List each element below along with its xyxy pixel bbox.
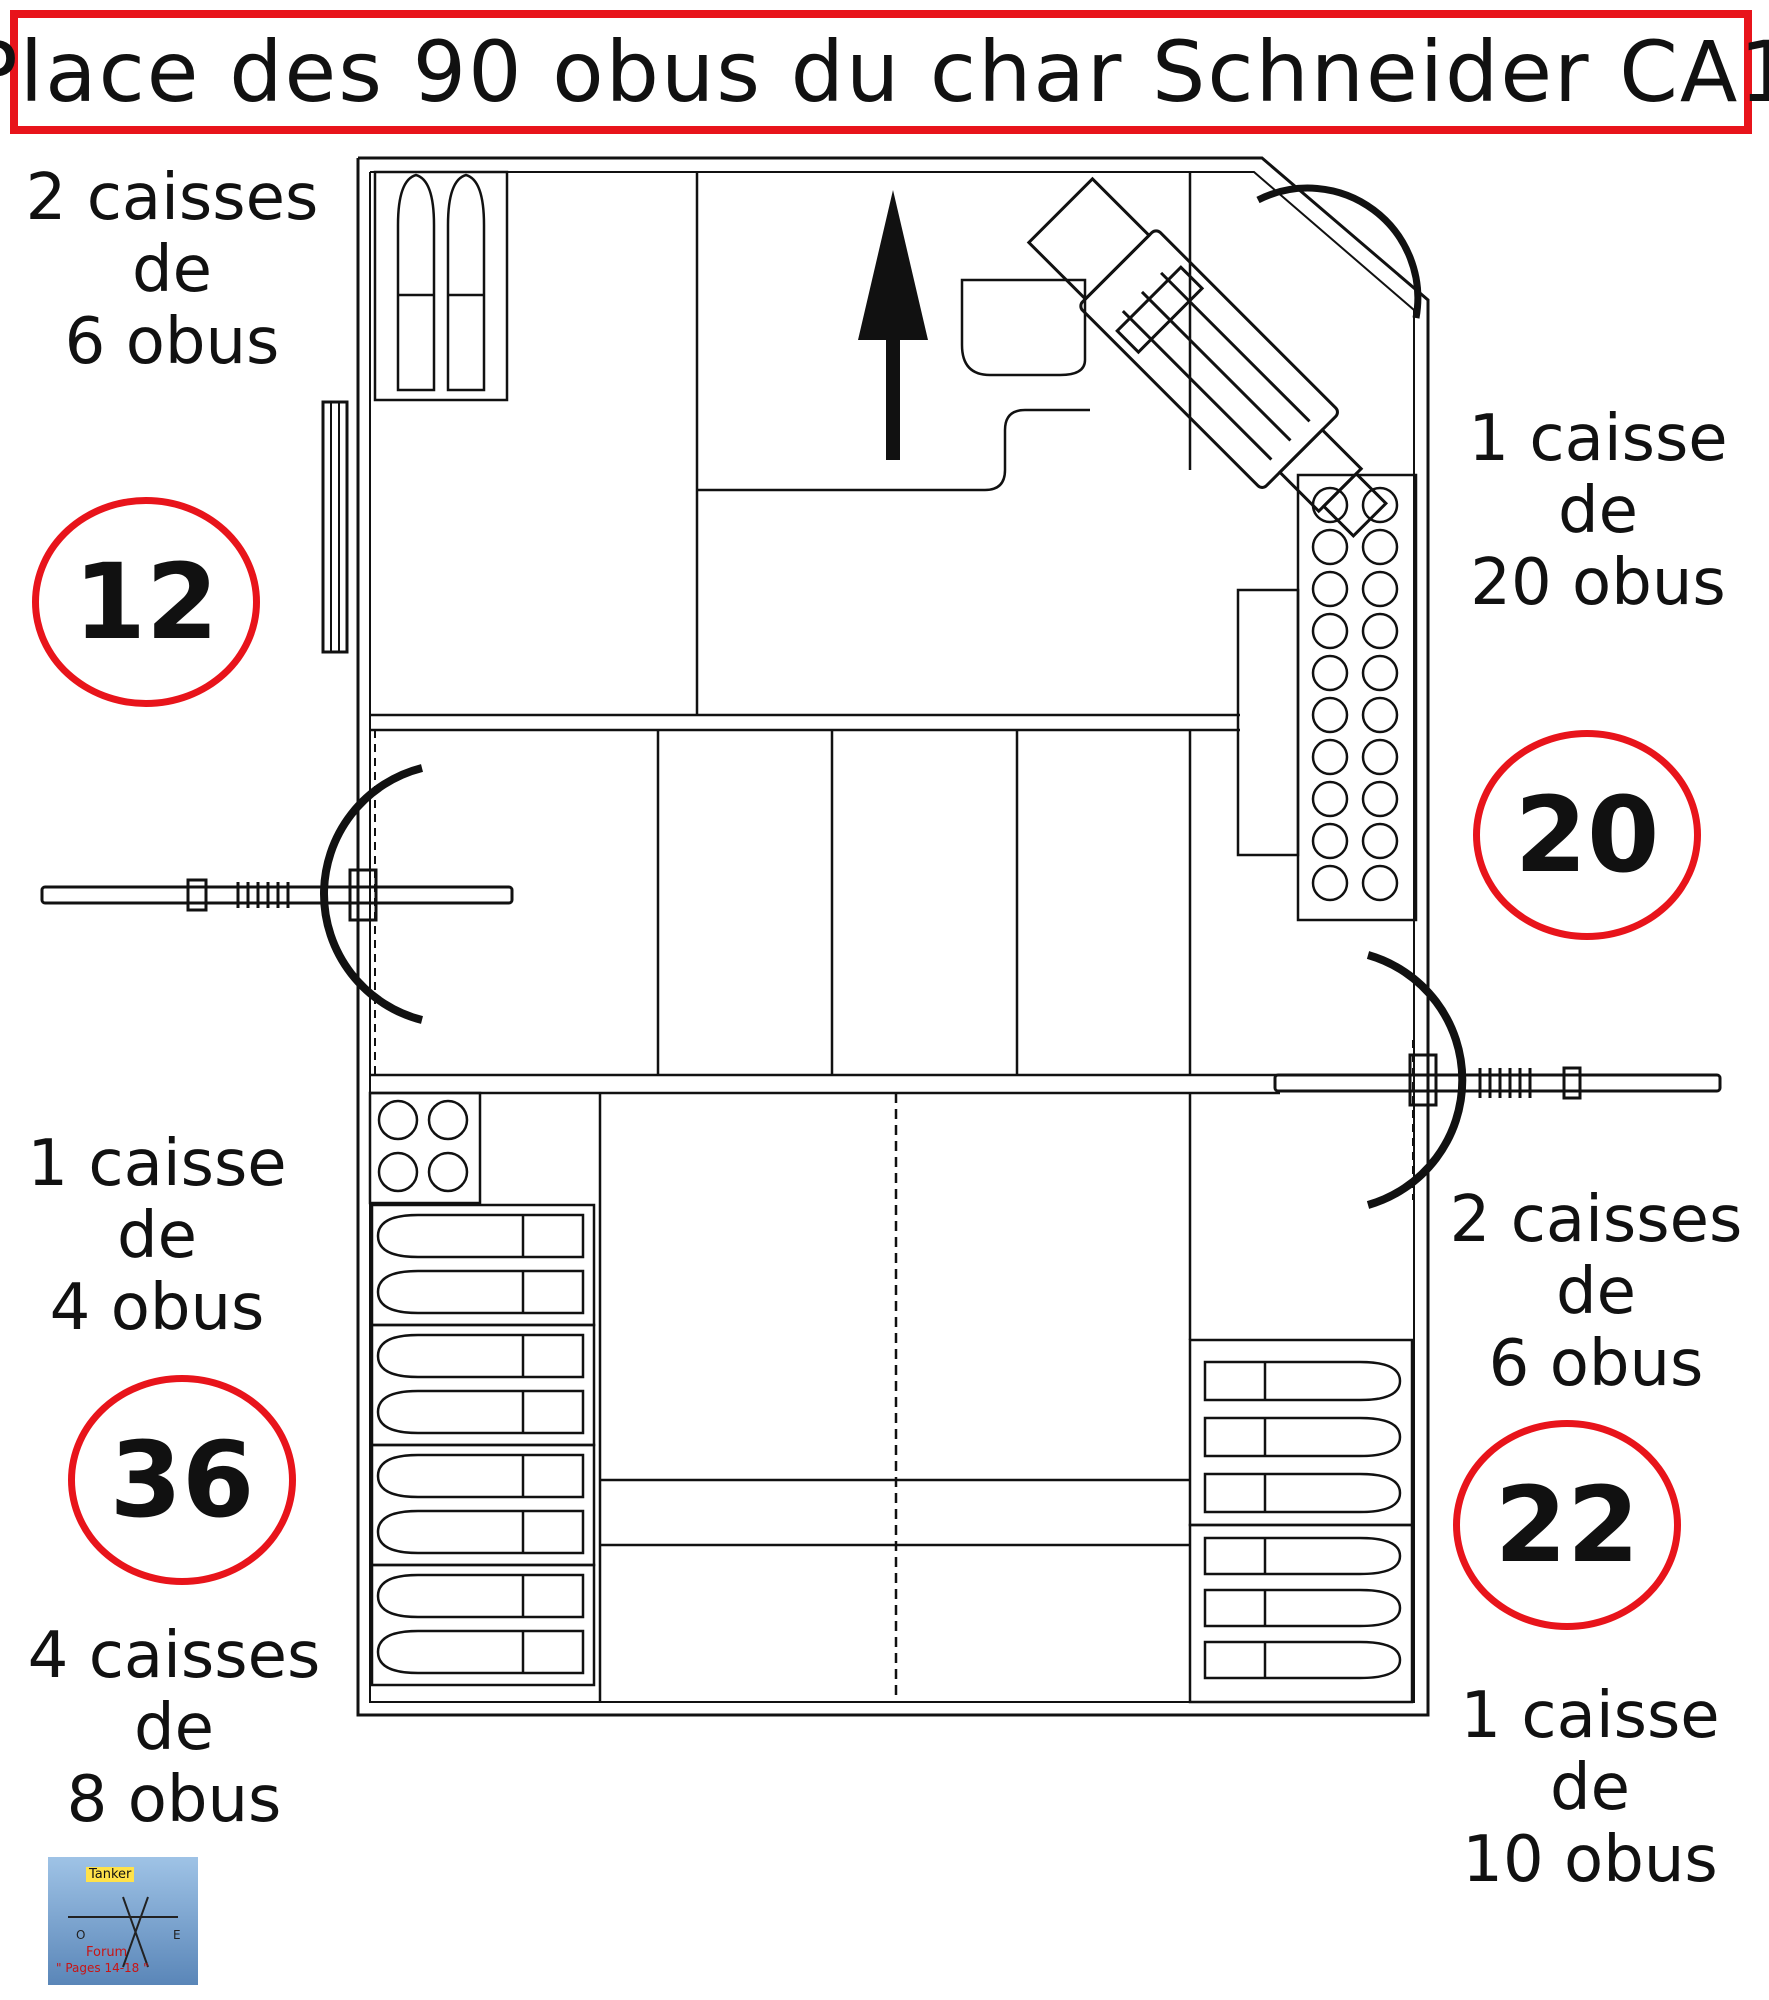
shell-round <box>1311 696 1349 734</box>
shell-round <box>1361 486 1399 524</box>
shell-round <box>1311 780 1349 818</box>
ammo-boxes-rear-left <box>370 1203 596 1687</box>
ammo-boxes-rear-right <box>1188 1338 1414 1704</box>
shell-round <box>1361 822 1399 860</box>
shell <box>1203 1640 1402 1680</box>
label-rear-left-small-line1: 1 caisse <box>27 1127 287 1201</box>
interior-partitions <box>370 172 1414 1702</box>
shell <box>376 1213 585 1259</box>
label-rear-right-a-line2: de <box>1556 1255 1636 1329</box>
label-rear-right-a-line3: 6 obus <box>1488 1327 1704 1401</box>
label-rear-left-small: 1 caisse de 4 obus <box>14 1128 300 1344</box>
shell-round <box>427 1151 469 1193</box>
label-rear-right-b-line1: 1 caisse <box>1460 1679 1720 1753</box>
label-rear-left-large-line1: 4 caisses <box>27 1619 321 1693</box>
shell-round <box>1361 780 1399 818</box>
shell-round <box>1361 864 1399 902</box>
ammo-box-front-left <box>373 170 509 402</box>
label-rear-right-a: 2 caisses de 6 obus <box>1436 1184 1756 1400</box>
label-rear-left-large: 4 caisses de 8 obus <box>14 1620 334 1836</box>
shell <box>376 1629 585 1675</box>
logo-name: Tanker <box>86 1867 135 1882</box>
shell-round <box>1361 528 1399 566</box>
label-rear-right-b-line3: 10 obus <box>1462 1823 1718 1897</box>
shell <box>1203 1360 1402 1402</box>
count-front-left: 12 <box>32 497 260 707</box>
label-rear-right-b: 1 caisse de 10 obus <box>1430 1680 1750 1896</box>
logo-line2: " Pages 14-18 " <box>56 1961 149 1975</box>
count-rear-right: 22 <box>1453 1420 1681 1630</box>
ammo-box-rear-left-small <box>368 1091 482 1205</box>
shell <box>376 1573 585 1619</box>
shell-round <box>1311 528 1349 566</box>
shell-round <box>1311 822 1349 860</box>
label-rear-left-small-line2: de <box>117 1199 197 1273</box>
label-front-left-line3: 6 obus <box>64 305 280 379</box>
title-text: Place des 90 obus du char Schneider CA1 <box>0 23 1769 121</box>
label-front-right: 1 caisse de 20 obus <box>1448 403 1748 619</box>
svg-text:O: O <box>76 1928 85 1942</box>
label-rear-right-a-line1: 2 caisses <box>1449 1183 1743 1257</box>
count-rear-left: 36 <box>68 1375 296 1585</box>
shell-round <box>1361 654 1399 692</box>
count-front-right: 20 <box>1473 730 1701 940</box>
shell <box>1203 1536 1402 1576</box>
shell-round <box>1311 486 1349 524</box>
shell-round <box>1311 570 1349 608</box>
left-machine-gun <box>40 730 514 1075</box>
gun-shield <box>1256 184 1422 319</box>
shell-round <box>377 1099 419 1141</box>
hull-outline <box>321 156 1430 1717</box>
shell <box>376 1333 585 1379</box>
shell <box>1203 1416 1402 1458</box>
shell-round <box>1361 738 1399 776</box>
shell <box>376 1389 585 1435</box>
label-front-left-line1: 2 caisses <box>25 161 319 235</box>
svg-text:E: E <box>173 1928 181 1942</box>
logo-line1: Forum <box>86 1945 128 1960</box>
label-front-right-line1: 1 caisse <box>1468 402 1728 476</box>
label-front-left-line2: de <box>132 233 212 307</box>
shell <box>376 1269 585 1315</box>
forum-logo: Tanker O E Forum " Pages 14-18 " <box>48 1857 198 1985</box>
main-gun <box>1026 176 1389 539</box>
title-banner: Place des 90 obus du char Schneider CA1 <box>0 10 1769 134</box>
label-rear-left-large-line2: de <box>134 1691 214 1765</box>
shell-round <box>1361 612 1399 650</box>
label-front-left: 2 caisses de 6 obus <box>14 162 330 378</box>
shell-round <box>1311 654 1349 692</box>
shell <box>1203 1588 1402 1628</box>
shell-round <box>1311 864 1349 902</box>
shell-round <box>1311 612 1349 650</box>
direction-arrow <box>858 190 928 460</box>
label-rear-right-b-line2: de <box>1550 1751 1630 1825</box>
label-rear-left-large-line3: 8 obus <box>66 1763 282 1837</box>
label-front-right-line2: de <box>1558 474 1638 548</box>
shell <box>376 1509 585 1555</box>
shell-round <box>1311 738 1349 776</box>
shell <box>1203 1472 1402 1514</box>
shell-round <box>427 1099 469 1141</box>
label-front-right-line3: 20 obus <box>1470 546 1726 620</box>
ammo-box-front-right <box>1296 473 1418 922</box>
label-rear-left-small-line3: 4 obus <box>49 1271 265 1345</box>
shell-round <box>1361 696 1399 734</box>
shell-round <box>377 1151 419 1193</box>
right-machine-gun <box>1273 951 1722 1209</box>
shell-round <box>1361 570 1399 608</box>
shell <box>376 1453 585 1499</box>
weathervane-icon: O E <box>68 1896 181 1968</box>
